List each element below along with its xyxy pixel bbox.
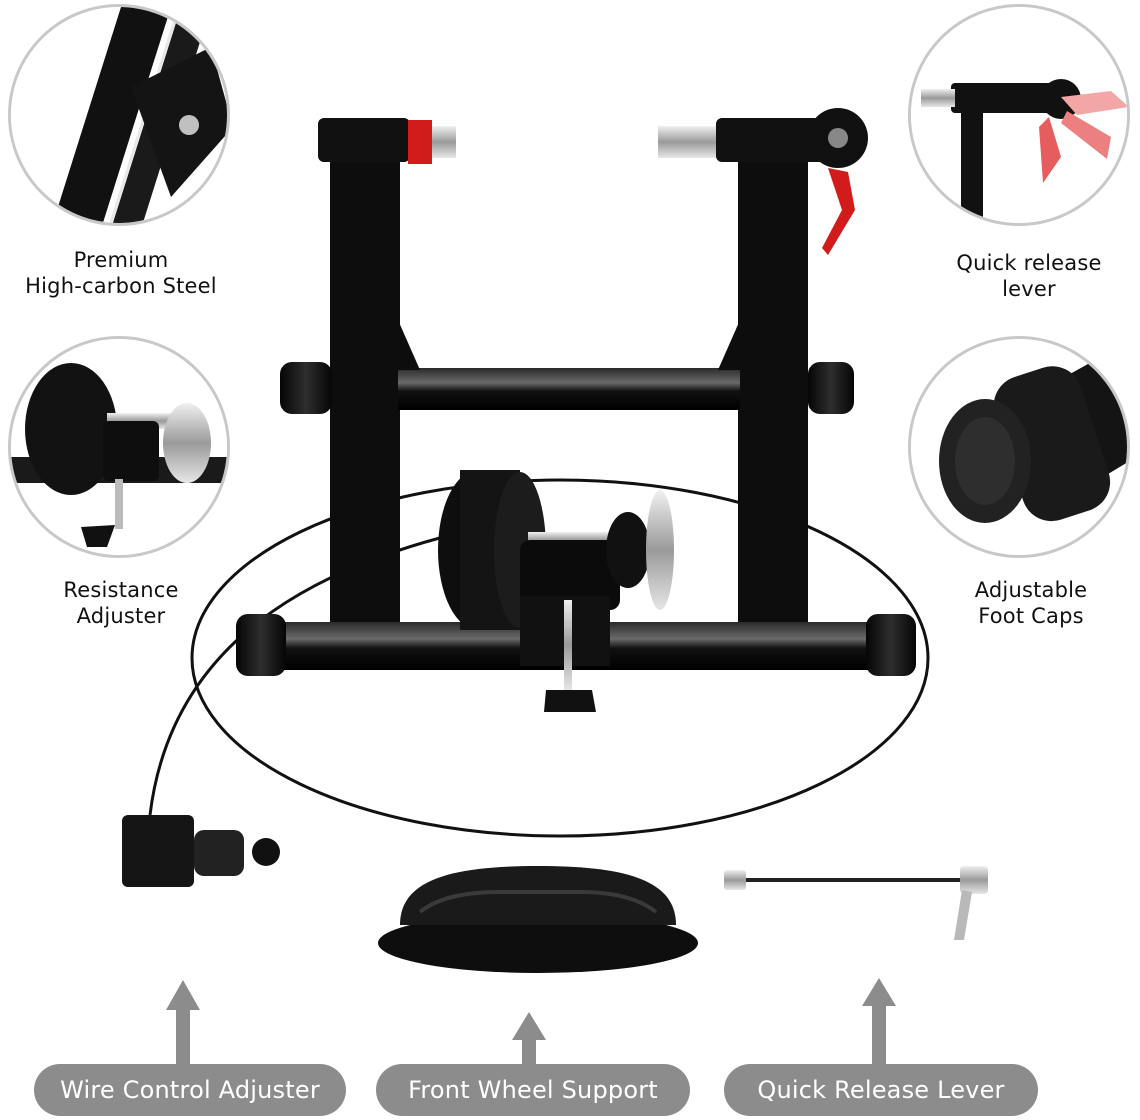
steel-detail-circle [8,4,230,226]
arrow-up-icon [166,980,200,1068]
front-wheel-support-label: Front Wheel Support [376,1064,690,1116]
steel-caption: Premium High-carbon Steel [10,247,232,299]
quick-release-caption: Quick release lever [918,250,1140,302]
caption-line: Premium [73,248,169,272]
caption-line: Adjustable [974,578,1088,602]
quick-release-lever-label: Quick Release Lever [724,1064,1038,1116]
caption-line: lever [1002,277,1056,301]
caption-line: Quick release [956,251,1102,275]
wire-control-adjuster-label: Wire Control Adjuster [34,1064,346,1116]
foot-caps-caption: Adjustable Foot Caps [920,577,1140,629]
caption-line: Resistance [63,578,179,602]
caption-line: High-carbon Steel [25,274,217,298]
quick-release-detail-circle [908,4,1130,226]
resistance-caption: Resistance Adjuster [10,577,232,629]
arrow-up-icon [512,1012,546,1068]
foot-caps-detail-circle [908,336,1130,558]
caption-line: Foot Caps [978,604,1084,628]
arrow-up-icon [862,978,896,1068]
resistance-detail-circle [8,336,230,558]
caption-line: Adjuster [76,604,166,628]
